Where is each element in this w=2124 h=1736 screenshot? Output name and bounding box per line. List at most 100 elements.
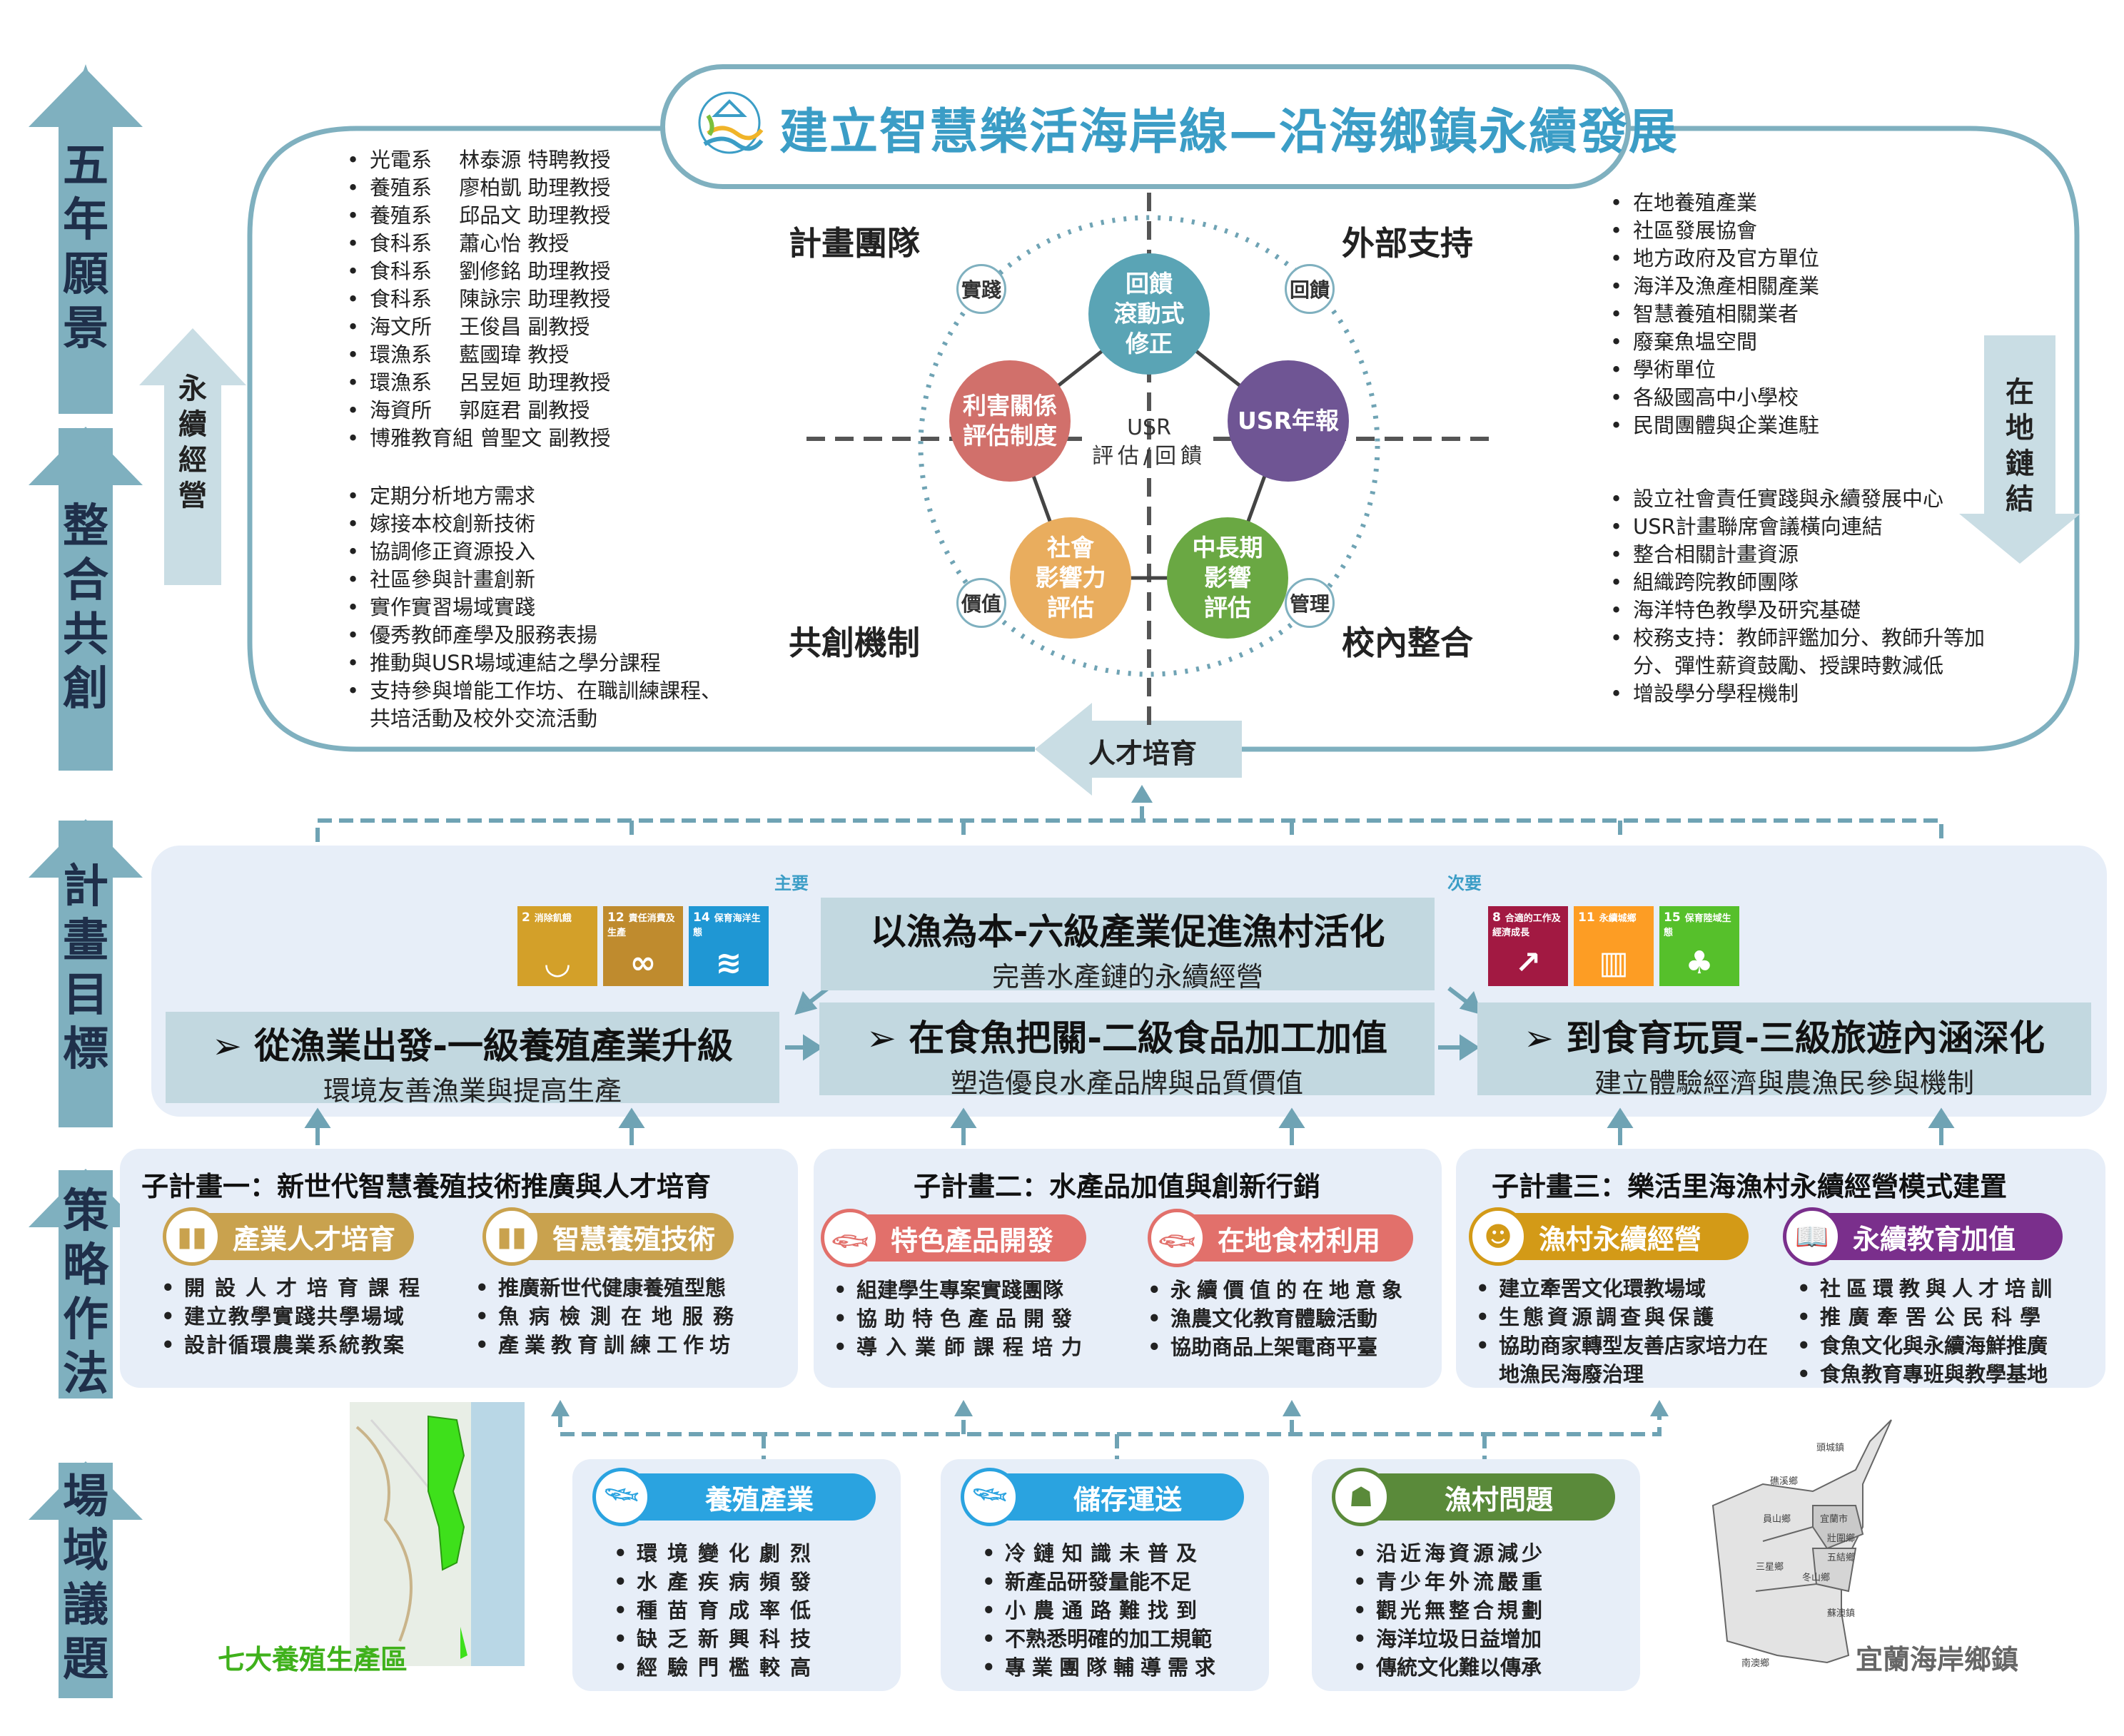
pill-product-development: 𓆟 特色產品開發 <box>821 1209 1086 1267</box>
list-item: 魚病檢測在地服務 <box>470 1302 744 1331</box>
sdg-14-icon: 14 保育海洋生態 ≋ <box>689 906 769 986</box>
list-item: 經驗門檻較高 <box>608 1653 821 1682</box>
issue-logistics-list: 冷鏈知識未普及 新產品研發量能不足 小農通路難找到 不熟悉明確的加工規範 專業團… <box>976 1539 1222 1682</box>
list-item: 智慧養殖相關業者 <box>1606 300 1819 328</box>
sdg-12-icon: 12 責任消費及生產 ∞ <box>603 906 683 986</box>
team-member-list: 光電系 林泰源 特聘教授 養殖系 廖柏凱 助理教授 養殖系 邱品文 助理教授 食… <box>343 146 610 452</box>
axis-goals-label: 計畫目標 <box>63 861 108 1076</box>
subplan-2-list-a: 組建學生專案實踐團隊 協助特色產品開發 導入業師課程培力 <box>828 1276 1091 1361</box>
axis-integration-label: 整合共創 <box>63 500 108 716</box>
node-stakeholder: 利害關係評估制度 <box>949 360 1071 482</box>
list-item: 海洋垃圾日益增加 <box>1347 1625 1546 1653</box>
town-label: 宜蘭市 <box>1820 1514 1849 1525</box>
list-item: 建立牽罟文化環教場域 <box>1470 1274 1770 1303</box>
list-item: 設計循環農業系統教案 <box>156 1331 430 1359</box>
list-item: 協助商家轉型友善店家培力在地漁民海廢治理 <box>1470 1331 1770 1389</box>
list-item: 廢棄魚塭空間 <box>1606 328 1819 356</box>
list-item: 不熟悉明確的加工規範 <box>976 1625 1222 1653</box>
list-item: 漁農文化教育體驗活動 <box>1142 1304 1408 1333</box>
list-item: 觀光無整合規劃 <box>1347 1596 1546 1625</box>
list-item: 設立社會責任實踐與永續發展中心 <box>1606 485 1991 513</box>
town-label: 三星鄉 <box>1756 1562 1784 1573</box>
frame-left <box>247 126 1035 752</box>
primary-label: 主要 <box>774 873 809 893</box>
list-item: 導入業師課程培力 <box>828 1333 1091 1361</box>
link-label: 在地鏈結 <box>2006 376 2034 516</box>
aquaculture-map-caption: 七大養殖生產區 <box>218 1644 408 1675</box>
book-icon: 📖 <box>1783 1207 1841 1266</box>
sdg-15-icon: 15 保育陸域生態 ♣ <box>1659 906 1739 986</box>
list-item: 環境變化劇烈 <box>608 1539 821 1568</box>
page-title: 建立智慧樂活海岸線—沿海鄉鎮永續發展 <box>779 104 1679 161</box>
list-item: 推動與USR場域連結之學分課程 <box>343 649 728 677</box>
node-social-impact: 社會影響力評估 <box>1010 517 1131 639</box>
cycle-dotted-circle <box>918 215 1380 677</box>
pill-smart-aquaculture: ▮▮ 智慧養殖技術 <box>482 1207 734 1266</box>
list-item: 推廣牽罟公民科學 <box>1791 1303 2058 1331</box>
list-item: 嫁接本校創新技術 <box>343 510 728 538</box>
issue-aquaculture-header: 𓆝 養殖產業 <box>592 1468 876 1526</box>
subplan-3-list-b: 社區環教與人才培訓 推廣牽罟公民科學 食魚文化與永續海鮮推廣 食魚教育專班與教學… <box>1791 1274 2058 1389</box>
list-item: 開設人才培育課程 <box>156 1274 430 1302</box>
issue-aquaculture-panel: 𓆝 養殖產業 環境變化劇烈 水產疾病頻發 種苗育成率低 缺乏新興科技 經驗門檻較… <box>572 1459 901 1691</box>
list-item: 民間團體與企業進駐 <box>1606 412 1819 440</box>
quadrant-cocreate: 共創機制 <box>789 624 920 662</box>
town-label: 五結鄉 <box>1827 1553 1856 1563</box>
external-support-list: 在地養殖產業 社區發展協會 地方政府及官方單位 海洋及漁產相關產業 智慧養殖相關… <box>1606 189 1819 440</box>
tag-value: 價值 <box>956 578 1006 628</box>
list-item: 食魚文化與永續海鮮推廣 <box>1791 1331 2058 1360</box>
list-item: 環漁系 呂昱姮 助理教授 <box>343 369 610 397</box>
title-banner: 建立智慧樂活海岸線—沿海鄉鎮永續發展 <box>660 64 1677 189</box>
list-item: 海文所 王俊昌 副教授 <box>343 313 610 341</box>
goal-tertiary-industry: ➢ 到食育玩買-三級旅遊內涵深化 建立體驗經濟與農漁民參與機制 <box>1477 1002 2091 1099</box>
fish-icon: 𓆟 <box>821 1209 879 1267</box>
issue-logistics-header: 𓆝 儲存運送 <box>961 1468 1244 1526</box>
list-item: 食魚教育專班與教學基地 <box>1791 1360 2058 1389</box>
logo-icon <box>698 91 764 154</box>
town-label: 蘇澳鎮 <box>1827 1608 1856 1619</box>
sdg-2-icon: 2 消除飢餓 ◡ <box>517 906 597 986</box>
sustain-label: 永續經營 <box>178 372 207 512</box>
tag-feedback: 回饋 <box>1285 264 1335 314</box>
quadrant-team: 計畫團隊 <box>789 224 920 263</box>
people-icon: ☻ <box>1469 1207 1527 1266</box>
goal-primary-industry: ➢ 從漁業出發-一級養殖產業升級 環境友善漁業與提高生產 <box>166 1012 779 1107</box>
list-item: 小農通路難找到 <box>976 1596 1222 1625</box>
frame-right <box>1242 126 2080 752</box>
cycle-center-label: USR 評估/回饋 <box>1091 415 1207 469</box>
tag-practice: 實踐 <box>956 264 1006 314</box>
pill-local-ingredients: 𓆟 在地食材利用 <box>1148 1209 1413 1267</box>
list-item: 傳統文化難以傳承 <box>1347 1653 1546 1682</box>
issue-connectors <box>558 1413 1662 1463</box>
list-item: 生態資源調查與保護 <box>1470 1303 1770 1331</box>
list-item: 協助商品上架電商平臺 <box>1142 1333 1408 1361</box>
list-item: 整合相關計畫資源 <box>1606 541 1991 569</box>
list-item: 協調修正資源投入 <box>343 538 728 566</box>
subplan-2-title: 子計畫二：水產品加值與創新行銷 <box>914 1171 1321 1202</box>
list-item: 組織跨院教師團隊 <box>1606 569 1991 597</box>
secondary-label: 次要 <box>1447 873 1482 893</box>
subplan-3-title: 子計畫三：樂活里海漁村永續經營模式建置 <box>1492 1171 2008 1202</box>
bar-chart-icon: ▮▮ <box>163 1207 221 1266</box>
list-item: 養殖系 邱品文 助理教授 <box>343 202 610 230</box>
issue-aquaculture-list: 環境變化劇烈 水產疾病頻發 種苗育成率低 缺乏新興科技 經驗門檻較高 <box>608 1539 821 1682</box>
reader-icon: ☗ <box>1332 1468 1390 1526</box>
list-item: 社區環教與人才培訓 <box>1791 1274 2058 1303</box>
subplan-3-panel: 子計畫三：樂活里海漁村永續經營模式建置 ☻ 漁村永續經營 📖 永續教育加值 建立… <box>1456 1149 2105 1389</box>
axis-strategy-label: 策略作法 <box>63 1185 108 1401</box>
list-item: 食科系 蕭心怡 教授 <box>343 230 610 258</box>
list-item: 永續價值的在地意象 <box>1142 1276 1408 1304</box>
sdg-8-icon: 8 合適的工作及經濟成長 ↗ <box>1488 906 1568 986</box>
list-item: 優秀教師產學及服務表揚 <box>343 621 728 649</box>
list-item: 在地養殖產業 <box>1606 189 1819 217</box>
list-item: 沿近海資源減少 <box>1347 1539 1546 1568</box>
axis-field-label: 場域議題 <box>63 1471 108 1686</box>
subplan-1-title: 子計畫一：新世代智慧養殖技術推廣與人才培育 <box>141 1171 712 1202</box>
quadrant-external: 外部支持 <box>1342 224 1473 263</box>
subplan-1-panel: 子計畫一：新世代智慧養殖技術推廣與人才培育 ▮▮ 產業人才培育 ▮▮ 智慧養殖技… <box>120 1149 798 1388</box>
list-item: 專業團隊輔導需求 <box>976 1653 1222 1682</box>
talent-arrow <box>1035 703 1242 796</box>
list-item: 食科系 劉修銘 助理教授 <box>343 258 610 285</box>
town-label: 礁溪鄉 <box>1770 1476 1799 1487</box>
tag-manage: 管理 <box>1285 578 1335 628</box>
